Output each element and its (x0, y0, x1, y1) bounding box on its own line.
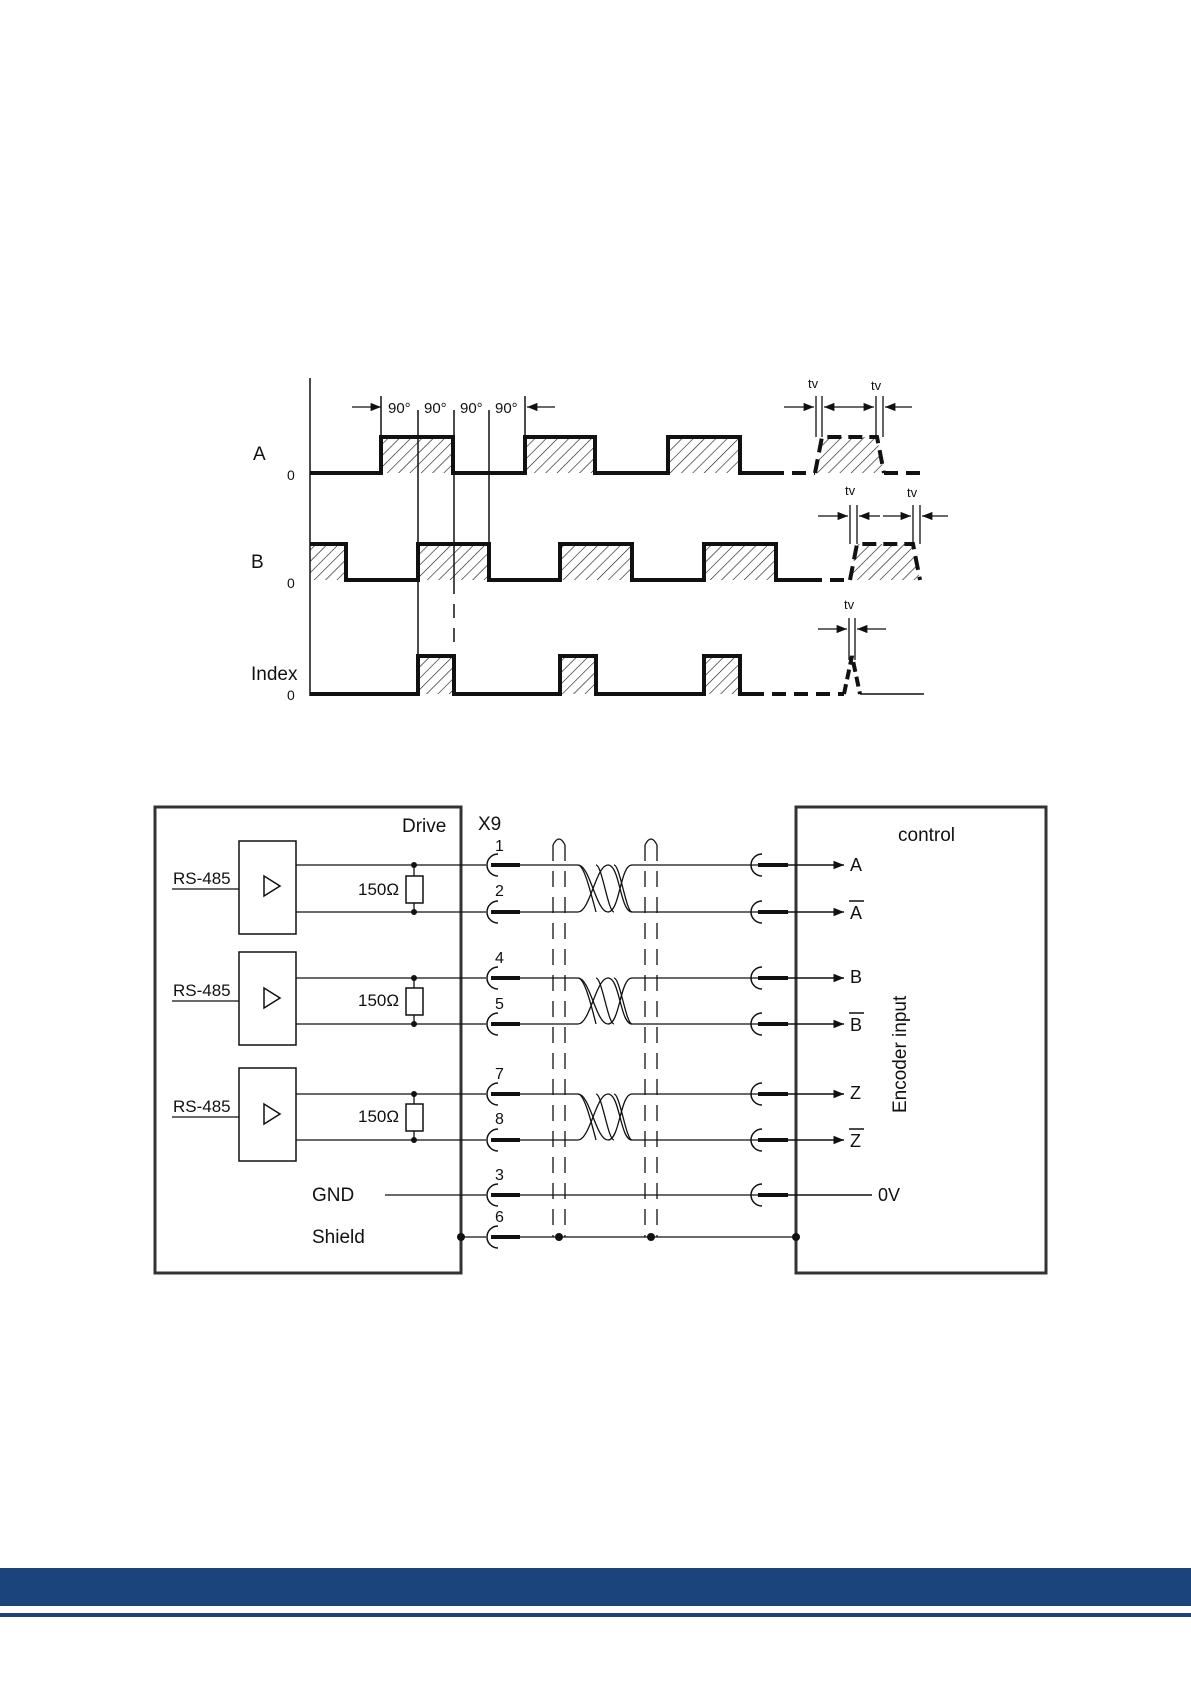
resistor-label-2: 150Ω (358, 991, 399, 1010)
pin-label-5: 5 (495, 996, 504, 1013)
output-label-z: Z (850, 1083, 861, 1103)
pin-label-2: 2 (495, 883, 504, 900)
control-connector-pins (751, 854, 788, 1206)
pin-label-6: 6 (495, 1209, 504, 1226)
pin-label-7: 7 (495, 1066, 504, 1083)
footer-line (0, 1613, 1191, 1617)
footer-band (0, 1568, 1191, 1606)
output-label-z-inv: Z (850, 1131, 861, 1151)
resistor-label-1: 150Ω (358, 880, 399, 899)
connector-label: X9 (478, 814, 501, 835)
control-box (796, 807, 1046, 1273)
output-label-b-inv: B (850, 1015, 862, 1035)
driver-label-1: RS-485 (173, 869, 231, 888)
output-label-a-inv: A (850, 903, 862, 923)
driver-channel-b: RS-485 150Ω (172, 952, 486, 1045)
cable-shield (553, 839, 657, 1237)
driver-label-2: RS-485 (173, 981, 231, 1000)
driver-channel-z: RS-485 150Ω (172, 1068, 486, 1161)
shield-label: Shield (312, 1227, 365, 1248)
resistor-label-3: 150Ω (358, 1107, 399, 1126)
output-label-b: B (850, 967, 862, 987)
pin-label-8: 8 (495, 1111, 504, 1128)
control-label: control (898, 825, 955, 846)
drive-label: Drive (402, 816, 446, 837)
pin-label-3: 3 (495, 1167, 504, 1184)
pin-label-4: 4 (495, 950, 504, 967)
pin-label-1: 1 (495, 838, 504, 855)
driver-channel-a: RS-485 150Ω (172, 841, 486, 934)
drive-connector-pins (487, 854, 520, 1248)
driver-label-3: RS-485 (173, 1097, 231, 1116)
gnd-label: GND (312, 1185, 354, 1206)
encoder-input-label: Encoder input (890, 995, 911, 1113)
output-label-0v: 0V (878, 1185, 900, 1205)
output-label-a: A (850, 855, 862, 875)
